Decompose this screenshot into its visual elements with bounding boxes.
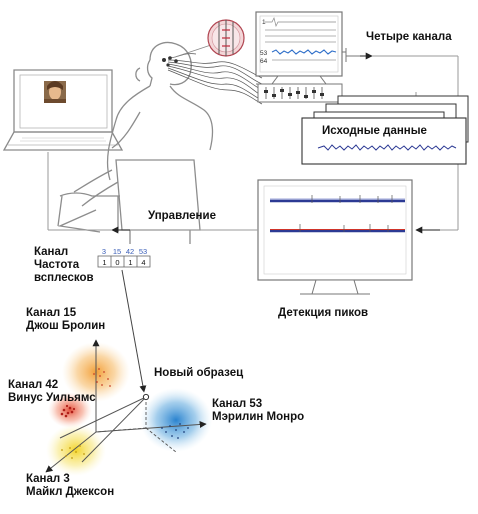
cluster-ch3-person: Майкл Джексон [26, 486, 114, 498]
four-channels-label: Четыре канала [366, 31, 452, 43]
table-header-ch15: 15 [113, 247, 121, 256]
monitor-channel-64-label: 64 [260, 58, 268, 65]
electrode-array [162, 56, 178, 67]
table-rate-ch3: 1 [102, 258, 106, 267]
control-label: Управление [148, 210, 216, 222]
cluster-ch15-channel: Канал 15 [26, 307, 77, 319]
cluster-ch42-channel: Канал 42 [8, 379, 58, 391]
cluster-space [45, 339, 212, 476]
new-sample-label: Новый образец [154, 367, 243, 379]
table-rate-ch42: 1 [128, 258, 132, 267]
rate-row-label-1: Частота [34, 259, 80, 271]
arrow-to-new-sample [121, 269, 147, 393]
electrode-wire-bundle [167, 53, 263, 105]
spike-detection-label: Детекция пиков [278, 307, 368, 319]
raw-data-stack [301, 95, 469, 165]
amplifier-device [257, 83, 343, 103]
face-photo-thumbnail [44, 81, 66, 103]
channel-row-label: Канал [34, 246, 68, 258]
monitor-output-connector [342, 48, 373, 62]
table-header-ch3: 3 [102, 247, 106, 256]
cluster-ch15-person: Джош Бролин [26, 320, 105, 332]
table-header-ch42: 42 [126, 247, 134, 256]
rate-row-label-2: всплесков [34, 272, 94, 284]
control-flow-connector [47, 152, 258, 231]
spike-detection-monitor [257, 179, 413, 295]
cluster-ch3-channel: Канал 3 [26, 473, 70, 485]
electrode-closeup-magnifier [174, 19, 245, 58]
monitor-channel-1-label: 1 [262, 19, 266, 26]
new-sample-point [142, 393, 150, 401]
monitor-channel-53-label: 53 [260, 50, 268, 57]
recording-monitor [255, 11, 343, 85]
table-rate-ch53: 4 [141, 258, 145, 267]
cluster-ch53-channel: Канал 53 [212, 398, 262, 410]
cluster-ch53-person: Мэрилин Монро [212, 411, 304, 423]
raw-data-label: Исходные данные [322, 125, 427, 137]
table-rate-ch15: 0 [115, 258, 119, 267]
spike-rate-table: 3 15 42 53 1 0 1 4 [97, 247, 151, 268]
table-header-ch53: 53 [139, 247, 147, 256]
cluster-ch42-person: Винус Уильямс [8, 392, 96, 404]
